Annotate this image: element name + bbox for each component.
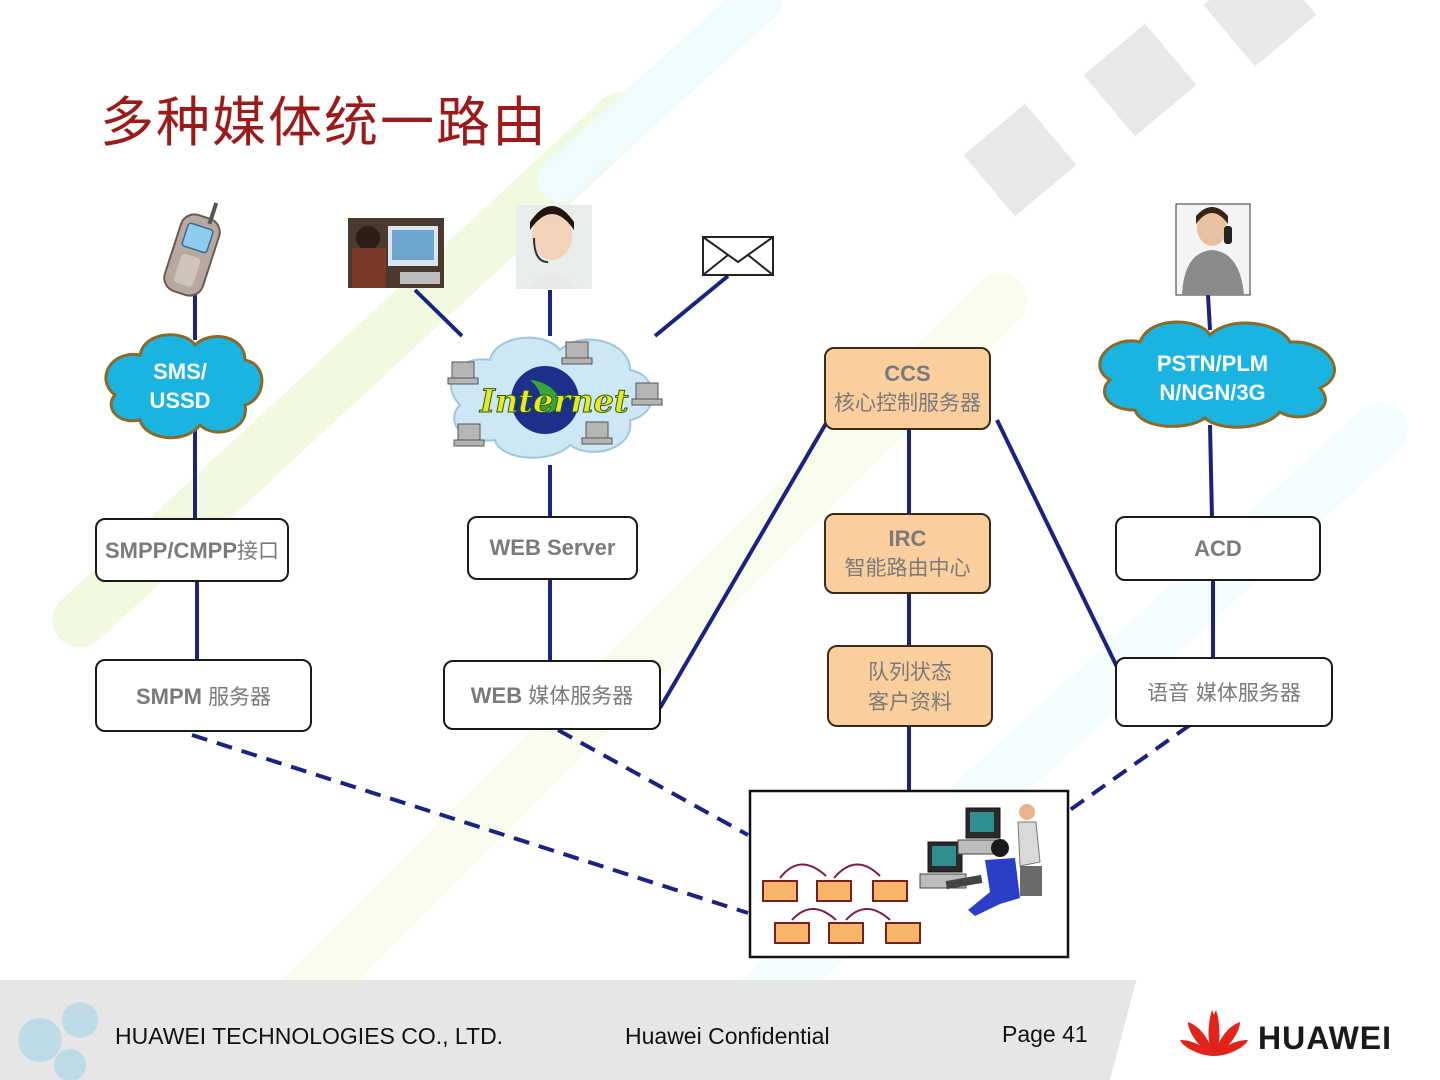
footer-page-number: Page 41 (1002, 1021, 1088, 1047)
web-server-box: WEB Server (467, 516, 638, 580)
footer-bar (0, 980, 1440, 1080)
acd-box: ACD (1115, 516, 1321, 581)
footer-company: HUAWEI TECHNOLOGIES CO., LTD. (115, 1023, 504, 1049)
queue-status-box: 队列状态 客户资料 (827, 645, 993, 727)
huawei-brand-text: HUAWEI (1258, 1020, 1392, 1056)
irc-routing-center-box: IRC 智能路由中心 (824, 513, 991, 594)
pstn-cloud-label: PSTN/PLM N/NGN/3G (1156, 351, 1269, 405)
ccs-core-control-box: CCS 核心控制服务器 (824, 347, 991, 430)
sms-cloud-label: SMS/ USSD (149, 359, 211, 413)
voice-media-server-box: 语音 媒体服务器 (1115, 657, 1333, 727)
footer-confidential: Huawei Confidential (625, 1023, 830, 1049)
internet-cloud-label: Internet (479, 382, 629, 420)
smpp-interface-box: SMPP/CMPP接口 (95, 518, 289, 582)
footer-logo-panel (1110, 980, 1440, 1080)
web-media-server-box: WEB 媒体服务器 (443, 660, 661, 730)
page-title: 多种媒体统一路由 (100, 91, 548, 154)
smpm-server-box: SMPM 服务器 (95, 659, 312, 732)
